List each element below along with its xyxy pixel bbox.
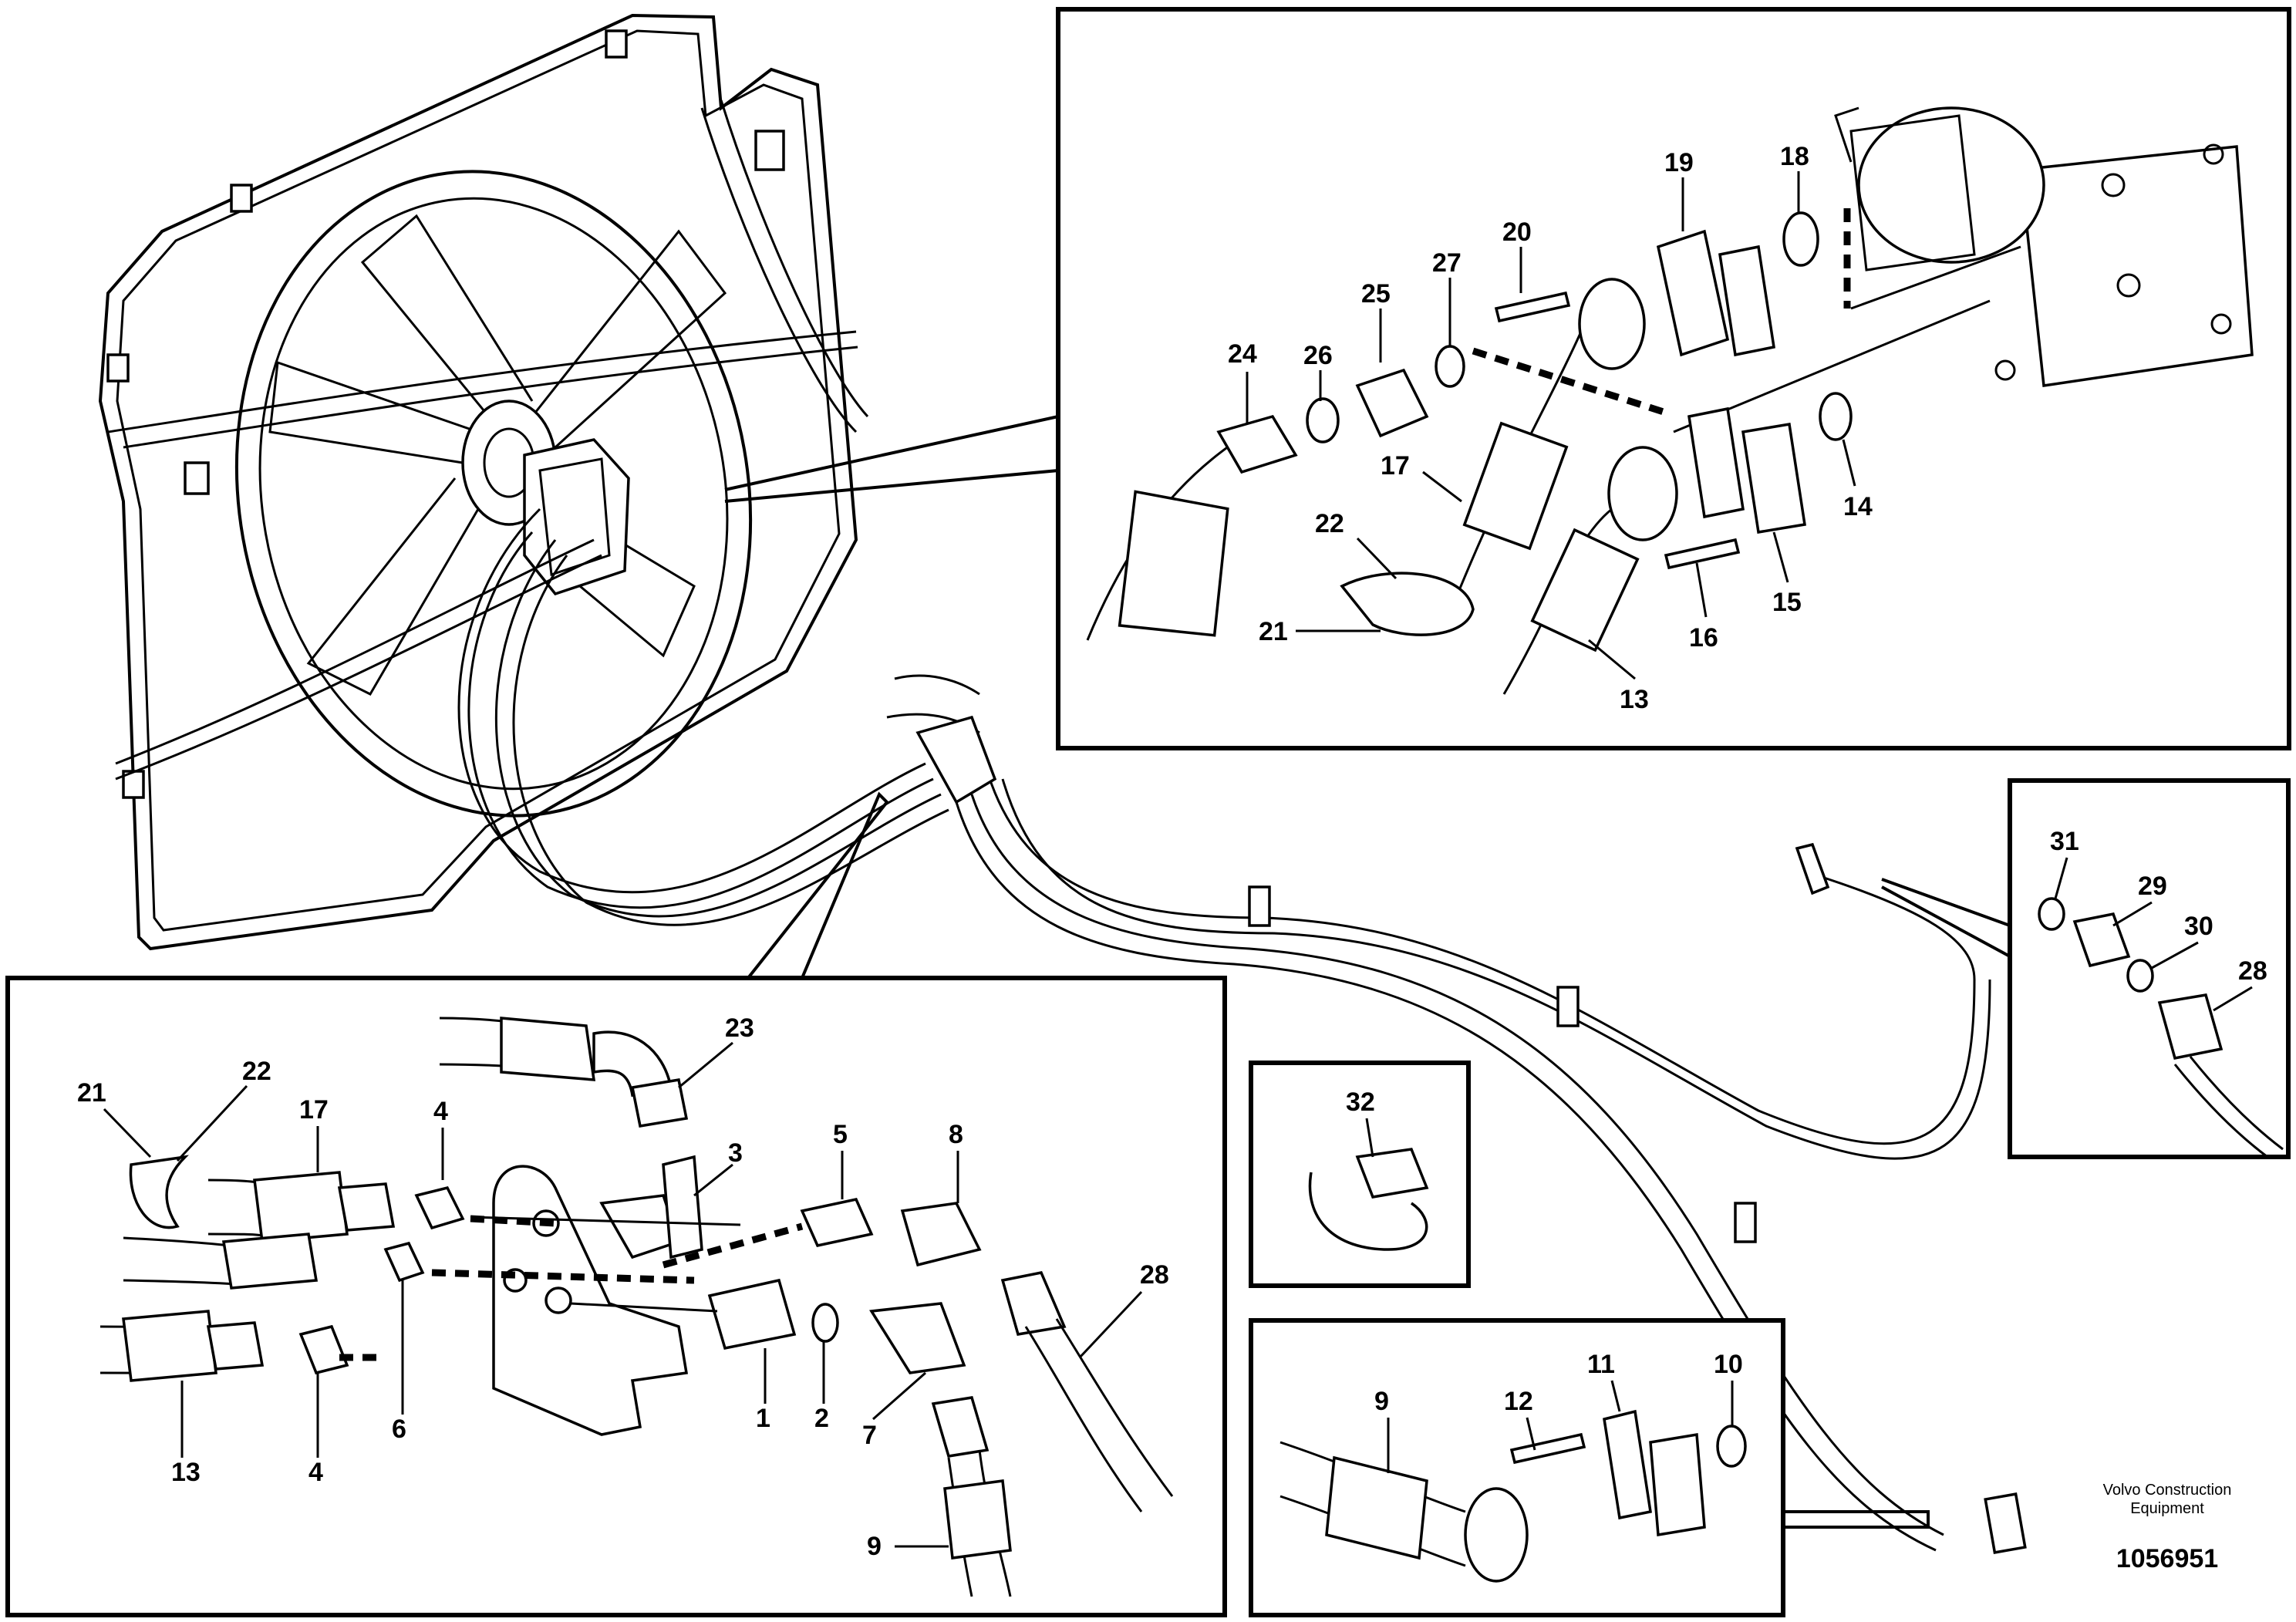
callout-19: 19 [1664, 148, 1694, 177]
brand-name-line2: Equipment [2130, 1500, 2204, 1517]
callout-15: 15 [1772, 588, 1802, 617]
callout-22: 22 [1315, 509, 1344, 538]
callout-28: 28 [2238, 956, 2267, 986]
callout-5: 5 [833, 1120, 848, 1149]
callout-22: 22 [242, 1057, 271, 1086]
callout-31: 31 [2050, 827, 2079, 856]
callout-9: 9 [867, 1532, 882, 1561]
detail-box-motor-connection: 26 25 27 20 19 18 24 17 22 21 14 15 16 1… [724, 7, 2291, 750]
callout-21: 21 [77, 1078, 106, 1108]
callout-17: 17 [1381, 451, 1410, 481]
callout-6: 6 [392, 1415, 406, 1444]
detail-box-quick-coupler: 31 29 30 28 [1881, 778, 2291, 1159]
callout-25: 25 [1361, 279, 1391, 309]
callout-29: 29 [2138, 872, 2167, 901]
fan-shroud-assembly [98, 13, 869, 951]
hose-bundle [457, 508, 2027, 1554]
callout-28: 28 [1140, 1260, 1169, 1290]
callout-21: 21 [1259, 617, 1288, 646]
callout-3: 3 [728, 1138, 743, 1168]
callout-14: 14 [1843, 492, 1873, 521]
detail-box-manifold: 21 22 17 4 23 3 5 8 28 1 2 7 9 6 4 13 [5, 791, 1227, 1617]
callout-13: 13 [171, 1458, 201, 1487]
callout-23: 23 [725, 1013, 754, 1043]
callout-8: 8 [949, 1120, 963, 1149]
callout-1: 1 [756, 1404, 770, 1433]
callout-7: 7 [862, 1421, 877, 1450]
detail-box-pump-flange: 9 12 11 10 [1249, 1318, 1930, 1617]
callout-24: 24 [1228, 339, 1257, 369]
callout-20: 20 [1502, 218, 1532, 247]
callout-16: 16 [1689, 623, 1718, 653]
footer-block: Volvo Construction Equipment 1056951 [2103, 1482, 2232, 1573]
callout-12: 12 [1504, 1387, 1533, 1416]
callout-17: 17 [299, 1095, 329, 1125]
callout-27: 27 [1432, 248, 1462, 278]
callout-13: 13 [1620, 685, 1649, 714]
callout-9: 9 [1374, 1387, 1389, 1416]
callout-32: 32 [1346, 1088, 1375, 1117]
detail-box-clamp: 32 [1249, 1061, 1471, 1288]
callout-18: 18 [1780, 142, 1809, 171]
brand-name: Volvo Construction [2103, 1482, 2232, 1499]
callout-30: 30 [2184, 912, 2213, 941]
callout-26: 26 [1303, 341, 1333, 370]
callout-2: 2 [814, 1404, 829, 1433]
callout-10: 10 [1714, 1350, 1743, 1379]
callout-4-lower: 4 [308, 1458, 323, 1487]
callout-4-upper: 4 [433, 1097, 448, 1126]
drawing-number: 1056951 [2116, 1544, 2218, 1573]
callout-11: 11 [1587, 1350, 1615, 1379]
